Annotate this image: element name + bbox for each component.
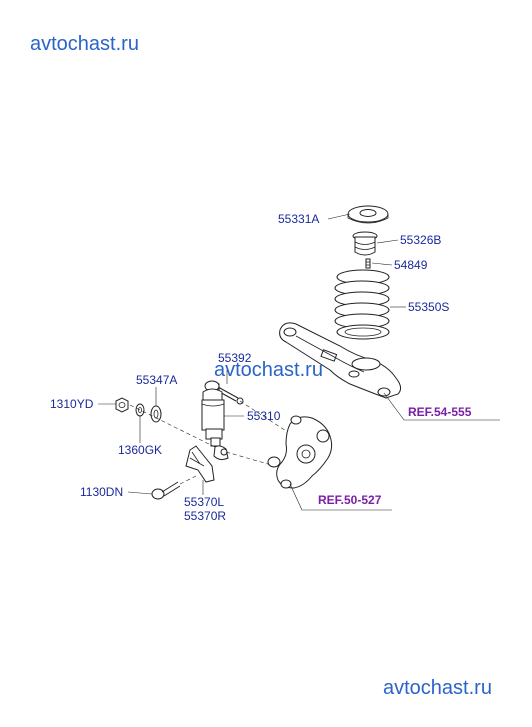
flange-bolt-drawing — [151, 475, 197, 500]
ref-50-527-link[interactable]: REF.50-527 — [318, 493, 382, 507]
nut-drawing — [115, 397, 129, 413]
washer-drawing — [135, 403, 145, 417]
label-55331A: 55331A — [278, 212, 319, 226]
bracket-drawing — [185, 445, 215, 483]
spring-pad-drawing — [347, 205, 389, 224]
bushing-drawing — [150, 405, 162, 423]
bump-stopper-drawing — [352, 231, 378, 256]
lower-arm-drawing — [279, 322, 402, 399]
fastener-axis-line — [129, 404, 216, 448]
label-55347A: 55347A — [136, 373, 177, 387]
label-1310YD: 1310YD — [50, 397, 94, 411]
screw-drawing — [365, 258, 371, 269]
watermark-middle: avtochast.ru — [214, 359, 323, 381]
ref-54-555-link[interactable]: REF.54-555 — [408, 405, 472, 419]
knuckle-drawing — [267, 415, 333, 489]
label-1360GK: 1360GK — [118, 443, 162, 457]
label-55310: 55310 — [247, 409, 281, 423]
label-1130DN: 1130DN — [80, 485, 123, 499]
label-55370L: 55370L — [184, 495, 224, 509]
shock-absorber-drawing — [201, 380, 229, 461]
label-55392: 55392 — [218, 351, 252, 365]
label-54849: 54849 — [394, 258, 428, 272]
label-55350S: 55350S — [408, 300, 449, 314]
watermark-bottom: avtochast.ru — [383, 677, 492, 699]
coil-spring-drawing — [334, 269, 390, 340]
shock-to-knuckle-line — [225, 451, 276, 467]
label-55370R: 55370R — [184, 509, 226, 523]
label-55326B: 55326B — [400, 233, 441, 247]
leader-lines — [98, 213, 500, 511]
watermark-top: avtochast.ru — [30, 33, 139, 55]
